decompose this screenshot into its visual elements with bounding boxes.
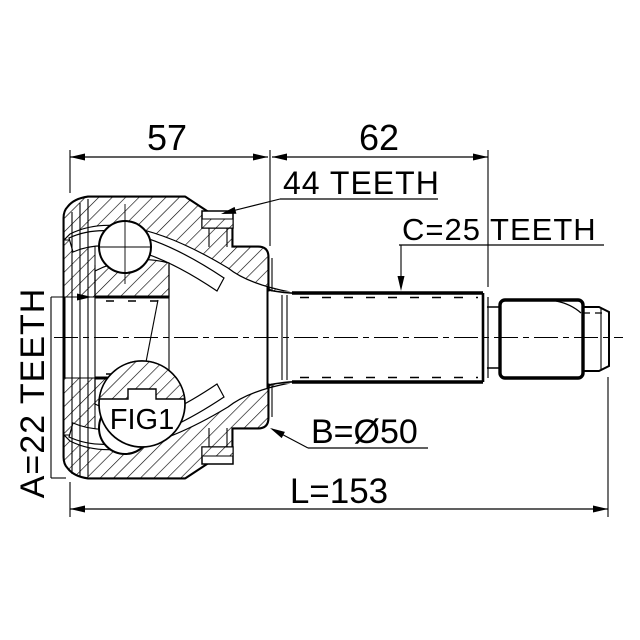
inner-teeth-label: A=22 TEETH <box>14 288 52 499</box>
arrowhead <box>70 153 85 161</box>
fig1-spline-tooth-profile <box>98 360 186 400</box>
dimension-texts: 57 62 44 TEETH C=25 TEETH A=22 TEETH B=Ø… <box>14 117 597 511</box>
fig1-detail-balloon: FIG1 <box>98 299 186 448</box>
overall-length-label: L=153 <box>290 472 388 511</box>
arrowhead <box>70 505 85 513</box>
dim-57-label: 57 <box>147 117 187 158</box>
arrowhead <box>397 276 405 291</box>
ring-teeth-label: 44 TEETH <box>283 165 440 201</box>
arrowhead <box>221 206 237 214</box>
arrowhead <box>272 153 287 161</box>
arrowhead <box>593 505 608 513</box>
abs-ring-bottom <box>201 428 234 465</box>
shaft-thread-section <box>498 298 585 380</box>
shaft-teeth-label: C=25 TEETH <box>402 212 597 247</box>
fig1-leader-line <box>145 299 159 363</box>
arrowhead <box>473 153 488 161</box>
arrowhead <box>77 293 92 301</box>
fig1-balloon-label: FIG1 <box>110 404 174 436</box>
body-diameter-label: B=Ø50 <box>311 413 418 451</box>
arrowhead <box>253 153 268 161</box>
abs-ring-top <box>201 210 234 247</box>
dimensioning <box>50 150 609 517</box>
bearing-ball-top <box>98 204 152 284</box>
dim-62-label: 62 <box>359 117 399 158</box>
arrowhead <box>270 428 285 439</box>
